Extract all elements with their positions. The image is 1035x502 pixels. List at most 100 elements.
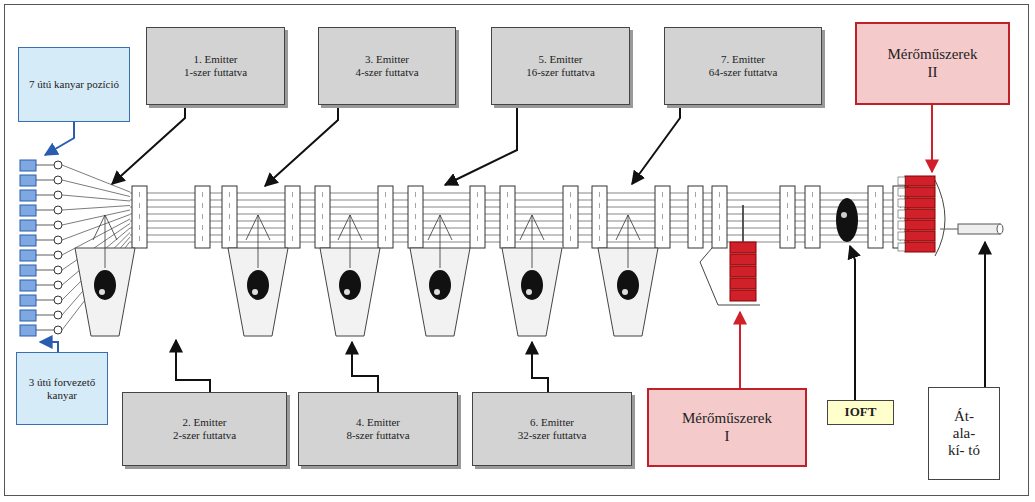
node-text: 2-szer futtatva <box>173 429 236 442</box>
output-cylinder <box>958 224 1000 234</box>
leader-arrow <box>931 105 933 172</box>
leader-arrow <box>532 342 548 392</box>
node-text: 4-szer futtatva <box>355 66 418 79</box>
source-port <box>54 176 62 184</box>
stage-block <box>655 186 670 248</box>
stage-block <box>470 186 485 248</box>
source-port <box>54 161 62 169</box>
node-text: 4. Emitter <box>356 416 400 429</box>
meter-cell <box>730 266 756 277</box>
meter-cell <box>905 187 935 197</box>
stage-block <box>780 186 795 248</box>
node-text: 1-szer futtatva <box>184 66 247 79</box>
source-cell <box>20 325 36 336</box>
source-cell <box>20 220 36 231</box>
source-port <box>54 311 62 319</box>
source-port <box>54 221 62 229</box>
source-cell <box>20 205 36 216</box>
leader-arrow <box>445 105 517 185</box>
source-cell <box>20 160 36 171</box>
leader-arrow <box>850 246 855 400</box>
node-text: 5. Emitter <box>539 53 583 66</box>
emitter-box: 4. Emitter8-szer futtatva <box>298 392 458 466</box>
node-text: 6. Emitter <box>530 416 574 429</box>
stage-block <box>315 186 330 248</box>
meter-cell <box>730 290 756 301</box>
leader-arrow <box>739 312 741 388</box>
node-text: I <box>725 428 730 445</box>
emitter-box: 5. Emitter16-szer futtatva <box>491 27 630 105</box>
node-text: II <box>928 64 938 81</box>
source-cell <box>20 280 36 291</box>
emitter-box: 6. Emitter32-szer futtatva <box>472 392 632 466</box>
source-port <box>54 326 62 334</box>
converter-box: Át- ala- kí- tó <box>928 387 1000 480</box>
source-port <box>54 191 62 199</box>
leader-arrow <box>40 342 58 352</box>
node-text: Mérőműszerek <box>682 410 772 427</box>
node-text: 7. Emitter <box>721 53 765 66</box>
meter-cell <box>905 242 935 252</box>
source-cell <box>20 235 36 246</box>
source-cell <box>20 250 36 261</box>
node-text: 1. Emitter <box>194 53 238 66</box>
source-port <box>54 206 62 214</box>
node-text: Át- ala- kí- tó <box>944 408 984 460</box>
node-text: 3. Emitter <box>365 53 409 66</box>
source-cell <box>20 175 36 186</box>
source-cell <box>20 190 36 201</box>
emitter-core <box>521 270 543 300</box>
leader-arrow <box>265 105 338 186</box>
meter-cell <box>905 209 935 219</box>
node-text: 2. Emitter <box>183 416 227 429</box>
node-text: 8-szer futtatva <box>346 429 409 442</box>
stage-block <box>408 186 423 248</box>
feed-wire <box>62 210 130 225</box>
emitter-box: 2. Emitter2-szer futtatva <box>122 392 287 466</box>
meter-cell <box>905 176 935 186</box>
instrument-box: MérőműszerekII <box>855 22 1010 105</box>
stage-block <box>563 186 578 248</box>
leader-arrow <box>176 340 210 392</box>
feed-wire <box>62 206 130 211</box>
meter-cell <box>730 278 756 289</box>
leader-arrow <box>352 342 378 392</box>
position-box: 7 útú kanyar pozíció <box>18 47 130 122</box>
feed-wire <box>62 180 130 197</box>
stage-block <box>868 186 883 248</box>
emitter-box: 3. Emitter4-szer futtatva <box>318 27 456 105</box>
stage-block <box>805 186 820 248</box>
emitter-box: 7. Emitter64-szer futtatva <box>664 27 822 105</box>
node-text: IOFT <box>845 405 877 420</box>
stage-block <box>285 186 300 248</box>
node-text: Mérőműszerek <box>888 46 978 63</box>
node-text: 7 útú kanyar pozíció <box>29 78 119 91</box>
meter-cell <box>905 220 935 230</box>
source-port <box>54 281 62 289</box>
source-cell <box>20 310 36 321</box>
leader-arrow <box>45 122 74 155</box>
stage-block <box>500 186 515 248</box>
stage-block <box>712 186 727 248</box>
emitter-box: 1. Emitter1-szer futtatva <box>146 27 285 105</box>
meter-cell <box>730 242 756 253</box>
feed-wire <box>62 195 130 201</box>
leader-arrow <box>632 105 680 184</box>
stage-block <box>378 186 393 248</box>
meter-cell <box>905 198 935 208</box>
emitter-core <box>617 270 639 300</box>
source-cell <box>20 265 36 276</box>
meter-cell <box>905 231 935 241</box>
stage-block <box>222 186 237 248</box>
instrument-box: MérőműszerekI <box>647 388 807 467</box>
source-port <box>54 251 62 259</box>
node-text: 3 útú forvezető kanyar <box>21 376 103 401</box>
node-text: 64-szer futtatva <box>709 66 778 79</box>
node-text: 32-szer futtatva <box>518 429 587 442</box>
meter-cell <box>730 254 756 265</box>
source-port <box>54 296 62 304</box>
source-port <box>54 236 62 244</box>
stage-block <box>592 186 607 248</box>
source-port <box>54 266 62 274</box>
